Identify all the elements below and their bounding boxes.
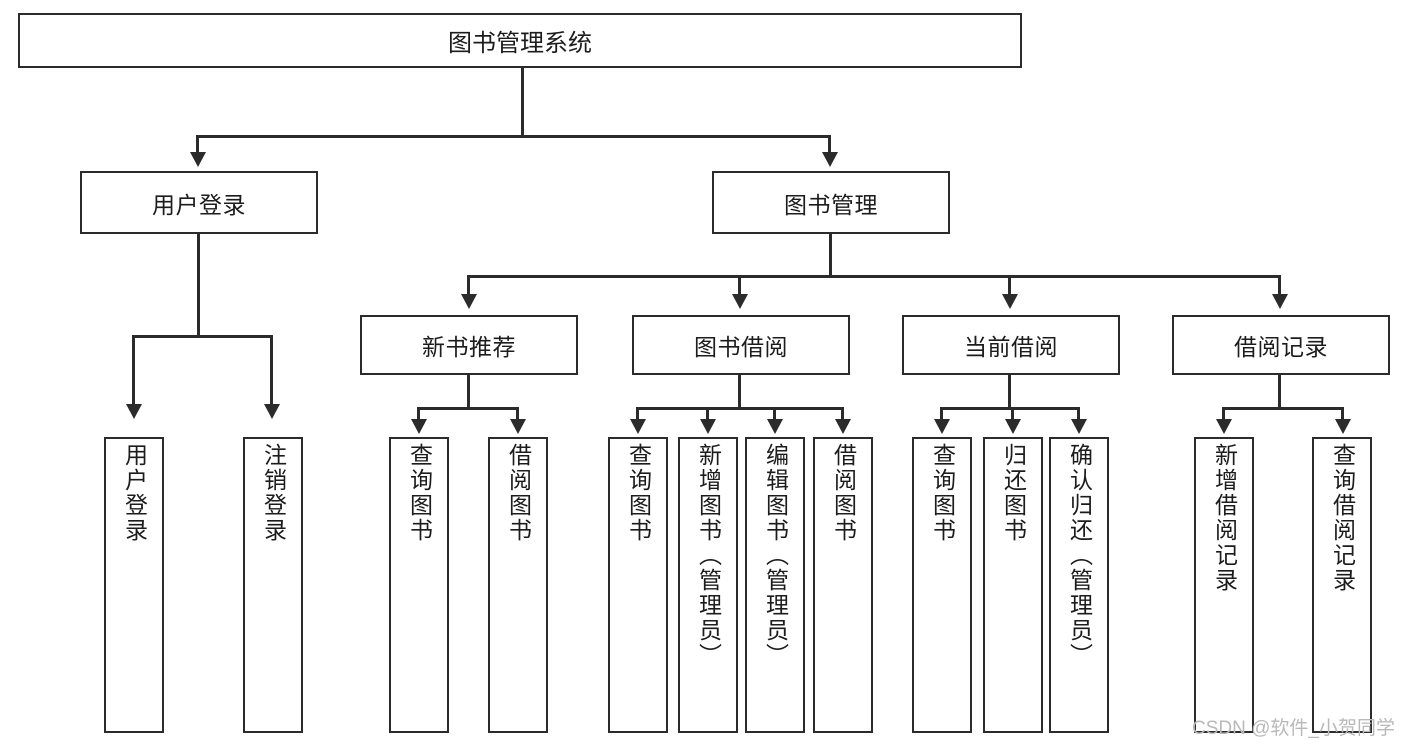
node-label: 确认归还（管理员） — [1066, 443, 1093, 668]
csdn-watermark: CSDN @软件_小贺同学 — [1192, 718, 1395, 739]
leaf-node-user-login: 用户登录 — [104, 437, 164, 733]
node-label: 借阅图书 — [830, 443, 857, 543]
connector-borrow-to-leaf-1 — [636, 407, 639, 421]
connector-book-mgmt-bus — [467, 275, 1281, 278]
node-label: 编辑图书（管理员） — [762, 443, 789, 668]
leaf-node-borrow-books: 借阅图书 — [813, 437, 873, 733]
arrowhead-icon — [1071, 419, 1087, 434]
arrowhead-icon — [461, 294, 477, 309]
node-label: 当前借阅 — [964, 334, 1058, 360]
leaf-node-confirm-return-admin: 确认归还（管理员） — [1049, 437, 1109, 733]
node-label: 借阅图书 — [505, 443, 532, 543]
connector-root-to-user-login — [196, 135, 199, 156]
connector-records-bus — [1222, 407, 1344, 410]
arrowhead-icon — [1216, 419, 1232, 434]
connector-user-login-to-leaf-2 — [270, 335, 273, 407]
node-new-book-recommend: 新书推荐 — [360, 315, 578, 375]
arrowhead-icon — [700, 419, 716, 434]
arrowhead-icon — [732, 294, 748, 309]
connector-book-mgmt-to-current — [1008, 275, 1011, 298]
connector-current-bus — [940, 407, 1080, 410]
connector-current-stem — [1008, 375, 1011, 409]
node-label: 用户登录 — [121, 443, 148, 543]
leaf-node-query-borrow-record: 查询借阅记录 — [1312, 437, 1372, 733]
node-label: 查询图书 — [929, 443, 956, 543]
leaf-node-edit-book-admin: 编辑图书（管理员） — [745, 437, 805, 733]
leaf-node-return-books: 归还图书 — [983, 437, 1043, 733]
leaf-node-logout: 注销登录 — [243, 437, 303, 733]
leaf-node-query-books-current: 查询图书 — [912, 437, 972, 733]
node-label: 注销登录 — [260, 443, 287, 543]
node-current-borrow: 当前借阅 — [902, 315, 1120, 375]
connector-records-to-leaf-2 — [1341, 407, 1344, 421]
connector-book-mgmt-stem — [829, 234, 832, 277]
node-root-system: 图书管理系统 — [18, 13, 1022, 68]
connector-current-to-leaf-3 — [1077, 407, 1080, 421]
connector-user-login-to-leaf-1 — [132, 335, 135, 407]
arrowhead-icon — [510, 419, 526, 434]
arrowhead-icon — [1335, 419, 1351, 434]
connector-root-to-book-mgmt — [828, 135, 831, 156]
connector-book-mgmt-to-new-books — [467, 275, 470, 298]
arrowhead-icon — [190, 152, 206, 167]
node-book-management: 图书管理 — [712, 171, 950, 234]
connector-records-to-leaf-1 — [1222, 407, 1225, 421]
node-label: 图书管理 — [784, 191, 878, 218]
leaf-node-add-book-admin: 新增图书（管理员） — [678, 437, 738, 733]
arrowhead-icon — [630, 419, 646, 434]
connector-root-stem — [521, 68, 524, 135]
connector-new-books-to-leaf-2 — [516, 407, 519, 421]
node-user-login: 用户登录 — [80, 171, 318, 234]
connector-new-books-bus — [417, 407, 519, 410]
arrowhead-icon — [126, 404, 142, 419]
connector-current-to-leaf-2 — [1011, 407, 1014, 421]
connector-user-login-bus — [133, 335, 272, 338]
connector-new-books-stem — [467, 375, 470, 409]
node-label: 新书推荐 — [422, 334, 516, 360]
arrowhead-icon — [822, 152, 838, 167]
connector-borrow-stem — [738, 375, 741, 409]
node-label: 借阅记录 — [1234, 334, 1328, 360]
leaf-node-query-books-new: 查询图书 — [389, 437, 449, 733]
arrowhead-icon — [1002, 294, 1018, 309]
arrowhead-icon — [1005, 419, 1021, 434]
node-label: 新增借阅记录 — [1211, 443, 1238, 593]
connector-book-mgmt-to-records — [1278, 275, 1281, 298]
arrowhead-icon — [767, 419, 783, 434]
arrowhead-icon — [934, 419, 950, 434]
node-book-borrow: 图书借阅 — [632, 315, 850, 375]
connector-borrow-to-leaf-4 — [841, 407, 844, 421]
arrowhead-icon — [835, 419, 851, 434]
leaf-node-add-borrow-record: 新增借阅记录 — [1194, 437, 1254, 733]
node-label: 用户登录 — [152, 191, 246, 218]
node-label: 新增图书（管理员） — [695, 443, 722, 668]
connector-book-mgmt-to-borrow — [738, 275, 741, 298]
connector-borrow-to-leaf-3 — [773, 407, 776, 421]
node-label: 查询借阅记录 — [1329, 443, 1356, 593]
node-label: 图书管理系统 — [448, 30, 592, 57]
leaf-node-borrow-books-new: 借阅图书 — [488, 437, 548, 733]
arrowhead-icon — [411, 419, 427, 434]
arrowhead-icon — [1272, 294, 1288, 309]
connector-records-stem — [1278, 375, 1281, 409]
connector-root-bus — [196, 135, 830, 138]
leaf-node-query-books-borrow: 查询图书 — [608, 437, 668, 733]
connector-borrow-bus — [636, 407, 844, 410]
node-label: 查询图书 — [406, 443, 433, 543]
arrowhead-icon — [264, 404, 280, 419]
node-label: 查询图书 — [625, 443, 652, 543]
node-label: 归还图书 — [1000, 443, 1027, 543]
connector-borrow-to-leaf-2 — [706, 407, 709, 421]
node-borrow-records: 借阅记录 — [1172, 315, 1390, 375]
connector-current-to-leaf-1 — [940, 407, 943, 421]
node-label: 图书借阅 — [694, 334, 788, 360]
connector-user-login-stem — [197, 234, 200, 337]
connector-new-books-to-leaf-1 — [417, 407, 420, 421]
